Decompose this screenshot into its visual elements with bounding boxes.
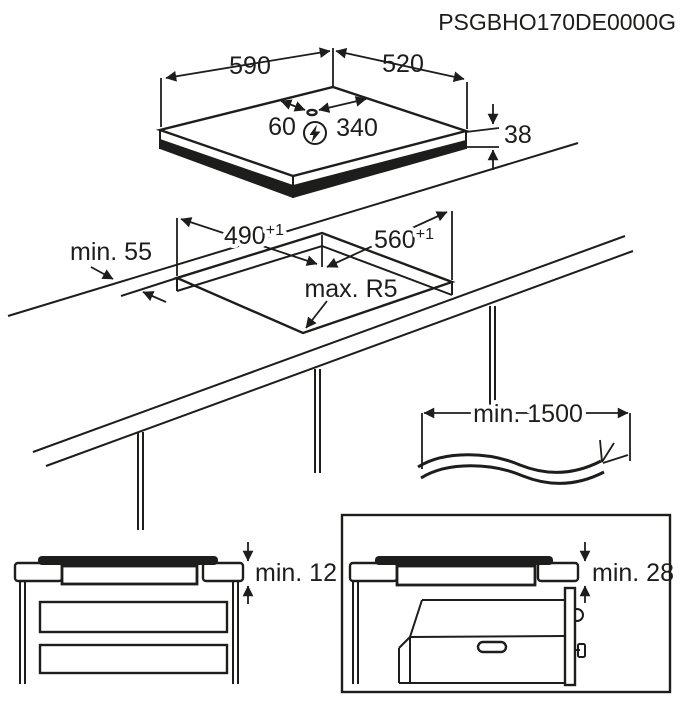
cable-entry-dims: 60 340: [268, 96, 378, 142]
mains-cable-view: min. 1500: [417, 396, 631, 485]
cable-offset-60-label: 60: [268, 113, 296, 141]
dim-cutout-490: 490+1: [176, 217, 323, 276]
cable-length-label: min. 1500: [473, 400, 583, 428]
height-38-label: 38: [504, 121, 532, 149]
drawer-front-lower: [38, 643, 229, 675]
worktop-left-section: [13, 561, 64, 583]
cable-offset-340-label: 340: [336, 114, 378, 142]
worktop-right-section: [536, 561, 580, 583]
hob-box: [60, 564, 199, 586]
dim-corner-radius: max. R5: [304, 275, 398, 329]
worktop-front-edge-bottom: [45, 250, 634, 467]
hob-box: [395, 564, 537, 587]
depth-520-label: 520: [382, 50, 424, 78]
worktop-left-section: [348, 561, 399, 583]
hob-isometric-view: 590 520 38 60 340: [155, 47, 532, 198]
oven-drawing: [398, 586, 586, 687]
hob-body: [155, 85, 471, 198]
cutout-width-label: 560+1: [374, 226, 434, 254]
worktop-right-section: [201, 561, 245, 583]
power-connection-icon: [303, 121, 327, 145]
cable-entry-hole: [306, 108, 318, 117]
oven-side-plug: [577, 643, 586, 658]
drawer-clearance-label: min. 12: [255, 559, 337, 587]
inset-frame: [340, 513, 672, 694]
corner-radius-label: max. R5: [304, 275, 397, 303]
lightning-bolt-icon: [309, 124, 321, 143]
dim-clearance-12: min. 12: [242, 542, 337, 604]
rear-clearance-label: min. 55: [70, 238, 152, 266]
dim-depth-520: 520: [335, 47, 468, 129]
hob-glass: [375, 556, 553, 565]
oven-side-panel: [563, 586, 577, 687]
dim-rear-clearance-55: min. 55: [70, 238, 167, 303]
oven-clearance-label: min. 28: [592, 559, 674, 587]
oven-handle: [476, 640, 508, 654]
model-number-label: PSGBHO170DE0000G: [438, 9, 676, 35]
dim-cutout-560: 560+1: [326, 211, 453, 280]
worktop-legs: [137, 306, 496, 530]
drawer-front-upper: [38, 600, 229, 634]
worktop-front-edge-top: [32, 235, 626, 453]
drawer-installation-view: min. 12: [13, 542, 337, 684]
oven-installation-view: min. 28: [340, 513, 674, 694]
dim-width-590: 590: [160, 47, 334, 127]
cutout-depth-label: 490+1: [224, 222, 284, 250]
width-590-label: 590: [229, 52, 271, 80]
hob-glass: [38, 556, 218, 565]
cabinet-sides: [19, 581, 239, 684]
worktop-cutout-view: 490+1 560+1 min. 55 max. R5: [7, 142, 634, 530]
dim-height-38: 38: [465, 104, 532, 170]
hob-side-band: [160, 139, 466, 198]
cabinet-side: [352, 581, 359, 684]
cable-drawing: [417, 439, 629, 485]
dim-clearance-28: min. 28: [579, 542, 674, 603]
